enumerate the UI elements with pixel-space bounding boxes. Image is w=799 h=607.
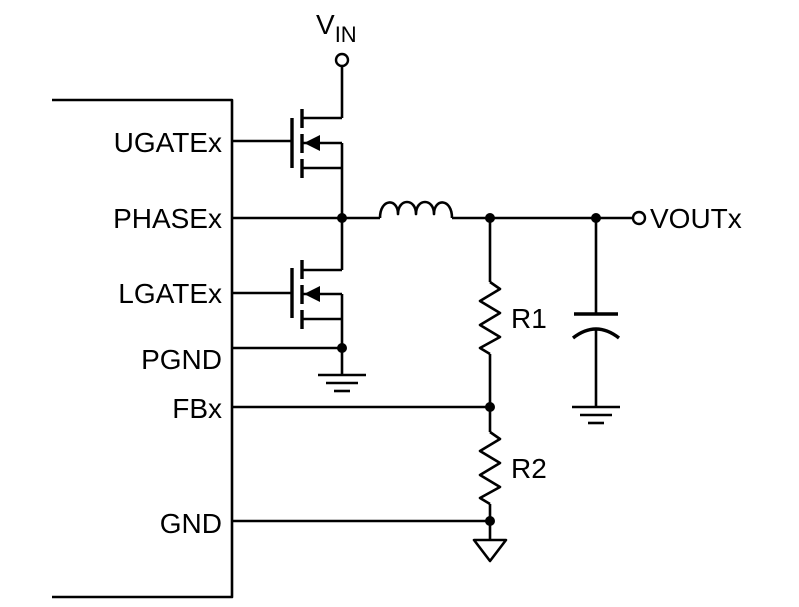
vin-label: VIN [316, 9, 357, 47]
resistor-r1 [478, 280, 502, 356]
pin-label-phase: PHASEx [113, 203, 222, 234]
output-capacitor [571, 218, 621, 407]
gnd-node-dot [485, 516, 495, 526]
vin-terminal [334, 52, 350, 68]
r2-label: R2 [511, 453, 547, 484]
capacitor-ground-symbol [572, 405, 620, 425]
signal-ground-symbol [472, 538, 508, 563]
power-ground-symbol [318, 348, 366, 393]
pin-label-fb: FBx [172, 393, 222, 424]
pin-label-ugate: UGATEx [114, 127, 222, 158]
vout-terminal [631, 210, 647, 226]
pin-label-pgnd: PGND [141, 344, 222, 375]
vout-label: VOUTx [650, 203, 742, 234]
r1-label: R1 [511, 303, 547, 334]
low-side-mosfet [232, 218, 344, 348]
high-side-mosfet [232, 109, 344, 218]
pin-label-lgate: LGATEx [118, 278, 222, 309]
low-side-body-diode-arrow [304, 286, 320, 302]
high-side-body-diode-arrow [304, 135, 320, 151]
pin-label-gnd: GND [160, 508, 222, 539]
inductor [378, 200, 454, 219]
resistor-r2 [478, 430, 502, 506]
